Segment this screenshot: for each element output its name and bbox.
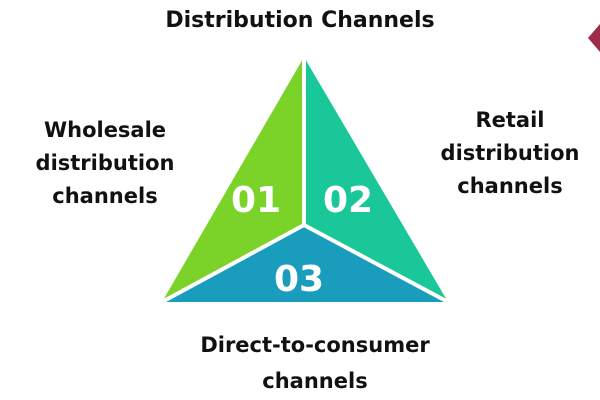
segment-03 [162,225,448,302]
diagram-title: Distribution Channels [165,8,435,33]
label-wholesale-channels: Wholesale distribution channels [35,118,175,208]
number-02: 02 [323,180,373,221]
corner-mark-icon [588,24,600,52]
number-03: 03 [274,259,324,300]
segment-dividers [161,57,449,304]
label-direct-to-consumer-channels: Direct-to-consumer channels [200,333,430,393]
number-01: 01 [231,180,281,221]
label-retail-channels: Retail distribution channels [440,108,580,198]
segment-02 [304,57,448,302]
segment-01 [162,57,304,302]
